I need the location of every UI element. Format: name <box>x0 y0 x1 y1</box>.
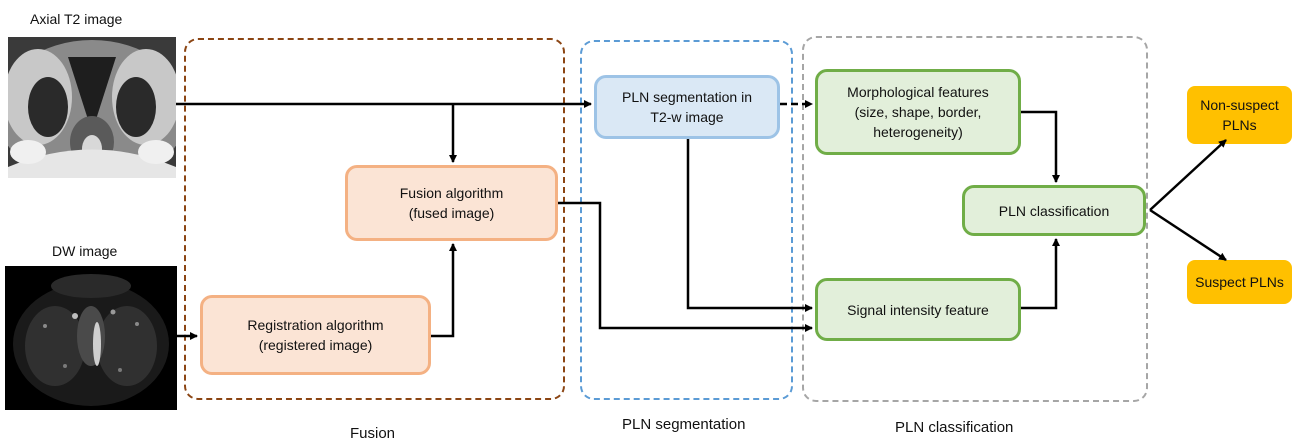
morphological-features-node: Morphological features (size, shape, bor… <box>815 69 1021 155</box>
t2-image-label: Axial T2 image <box>30 11 123 27</box>
signal-intensity-node: Signal intensity feature <box>815 278 1021 341</box>
classification-node-text: PLN classification <box>998 202 1110 219</box>
suspect-text: Suspect PLNs <box>1195 274 1284 290</box>
non-suspect-plns-output: Non-suspect PLNs <box>1187 86 1292 144</box>
suspect-plns-output: Suspect PLNs <box>1187 260 1292 304</box>
pln-segmentation-node: PLN segmentation in T2-w image <box>594 75 780 139</box>
segmentation-node-text: PLN segmentation in T2-w image <box>622 89 752 125</box>
morphological-node-text: Morphological features (size, shape, bor… <box>847 84 989 140</box>
registration-node-text: Registration algorithm (registered image… <box>247 317 384 353</box>
arrow-segmentation-to-signal <box>686 139 813 312</box>
classification-region <box>802 36 1148 402</box>
classification-stage-label: PLN classification <box>895 419 1014 436</box>
arrow-classification-to-suspect <box>1149 208 1227 262</box>
signal-node-text: Signal intensity feature <box>847 301 989 318</box>
arrow-classification-to-non-suspect <box>1149 139 1227 211</box>
arrow-registration-to-fusion <box>431 243 457 338</box>
dw-image <box>5 266 177 410</box>
non-suspect-text: Non-suspect PLNs <box>1200 97 1279 133</box>
axial-t2-image <box>8 37 176 178</box>
registration-algorithm-node: Registration algorithm (registered image… <box>200 295 431 375</box>
arrow-signal-to-classification <box>1021 238 1060 310</box>
segmentation-region <box>580 40 793 400</box>
fusion-region <box>184 38 565 400</box>
pln-classification-node: PLN classification <box>962 185 1146 236</box>
arrow-morphological-to-classification <box>1021 110 1060 183</box>
fusion-stage-label: Fusion <box>350 425 396 441</box>
dw-image-label: DW image <box>52 243 118 259</box>
fusion-algorithm-node: Fusion algorithm (fused image) <box>345 165 558 241</box>
fusion-node-text: Fusion algorithm (fused image) <box>399 185 504 221</box>
segmentation-stage-label: PLN segmentation <box>622 416 746 433</box>
arrow-fusion-to-signal <box>558 201 813 332</box>
